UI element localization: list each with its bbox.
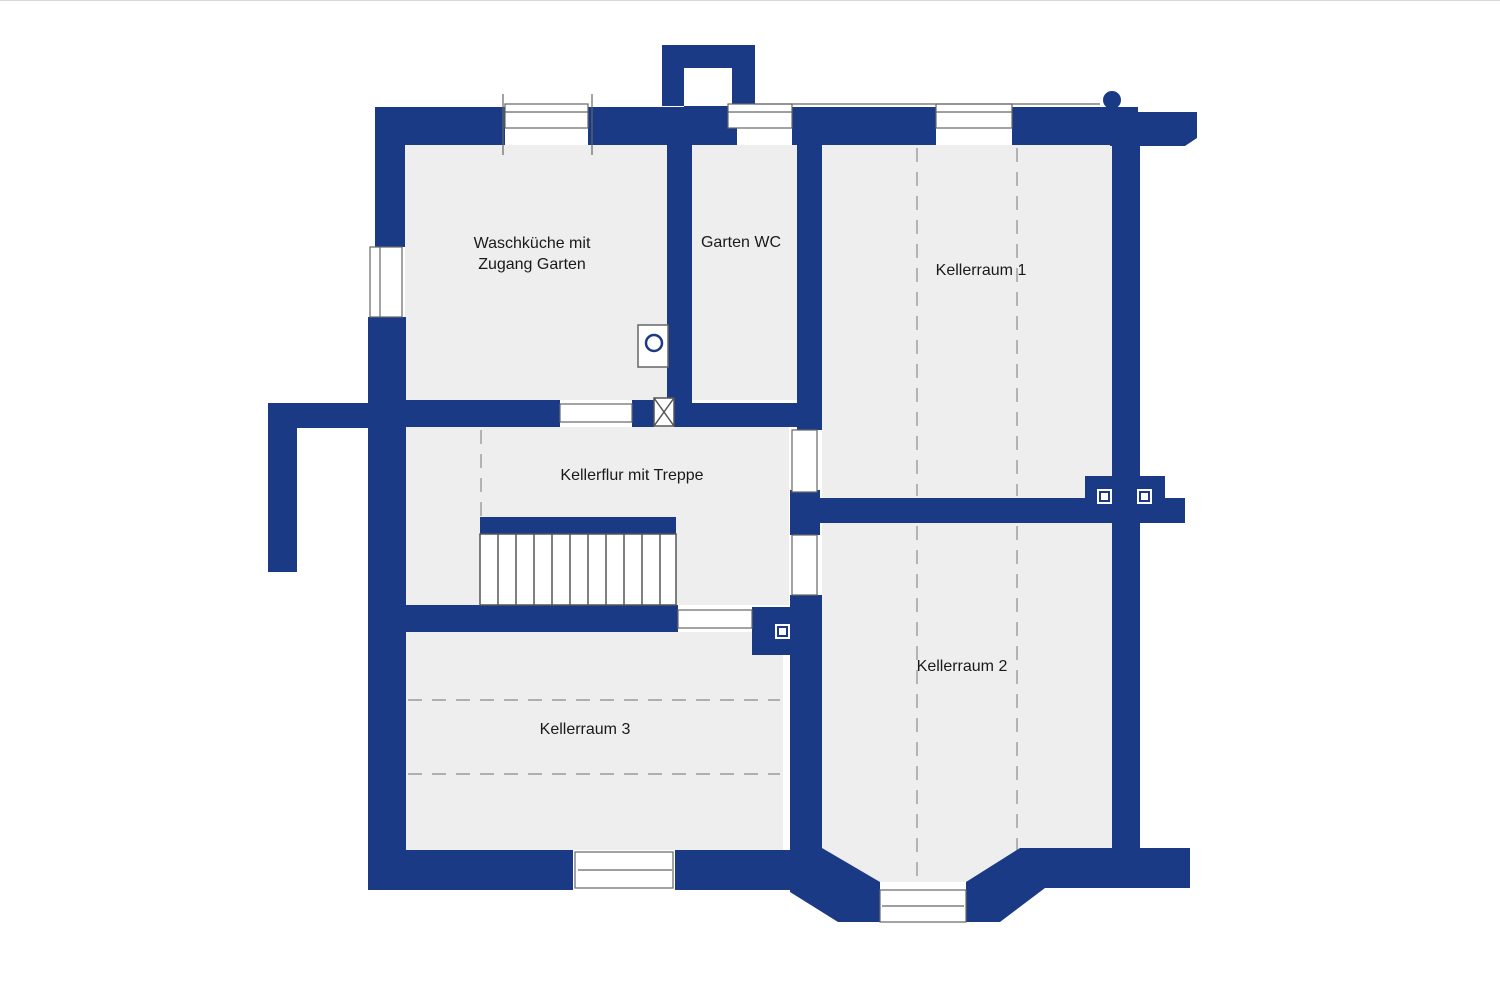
wall-left-external — [268, 403, 370, 572]
room-labels: Waschküche mit Zugang Garten Garten WC K… — [474, 234, 1027, 738]
wall-left-upper — [375, 107, 405, 247]
door-kr1 — [791, 429, 818, 493]
wall-stair-top — [480, 517, 676, 534]
label-kellerflur: Kellerflur mit Treppe — [560, 467, 703, 484]
vent-square-inner — [777, 626, 788, 637]
wall-bay-right — [966, 848, 1190, 922]
stairs — [479, 533, 677, 606]
floor-kellerraum-1 — [822, 145, 1112, 498]
shaft-x-line — [653, 397, 675, 427]
label-kellerraum-3: Kellerraum 3 — [540, 721, 631, 738]
wall-top-mid-left — [588, 107, 728, 145]
label-kellerraum-2: Kellerraum 2 — [917, 658, 1008, 675]
stair-outline — [479, 533, 677, 606]
pipe-icon — [1103, 91, 1121, 109]
vent-square-inner — [1139, 491, 1150, 502]
floor-kellerraum-2 — [822, 523, 1112, 882]
window-left — [369, 246, 403, 318]
floor-waschkueche — [405, 145, 667, 400]
wall-h-lower — [368, 605, 678, 632]
window-top-wc — [727, 103, 793, 129]
floor-garten-wc — [692, 145, 797, 400]
door-kr3 — [677, 609, 753, 629]
door-kr2 — [791, 534, 818, 596]
dashed-lines — [408, 148, 1018, 880]
washing-machine-icon — [637, 324, 669, 368]
wall-divider-1 — [667, 140, 692, 420]
wall-v-flur-right-top — [790, 490, 820, 535]
window-top-kr1 — [935, 103, 1013, 129]
vent-square-inner — [1099, 491, 1110, 502]
wall-divider-2 — [797, 130, 822, 430]
wall-bay-left — [790, 848, 880, 922]
wall-h-upper-left — [368, 400, 560, 427]
label-waschkueche-line1: Waschküche mit — [474, 235, 591, 252]
window-top-waschkueche — [504, 103, 589, 129]
top-border-line — [0, 0, 1500, 1]
label-garten-wc: Garten WC — [701, 234, 781, 251]
fixtures — [637, 324, 1152, 639]
label-waschkueche-line2: Zugang Garten — [478, 256, 586, 273]
wall-h-upper-mid — [632, 400, 654, 427]
floor-kellerraum-3 — [405, 632, 783, 850]
wall-h-upper-right — [674, 403, 822, 427]
washing-machine-drum-icon — [644, 333, 664, 353]
wall-bottom-left — [368, 850, 573, 890]
label-kellerraum-1: Kellerraum 1 — [936, 262, 1027, 279]
door-waschkueche — [559, 403, 633, 423]
windows — [369, 94, 1100, 923]
